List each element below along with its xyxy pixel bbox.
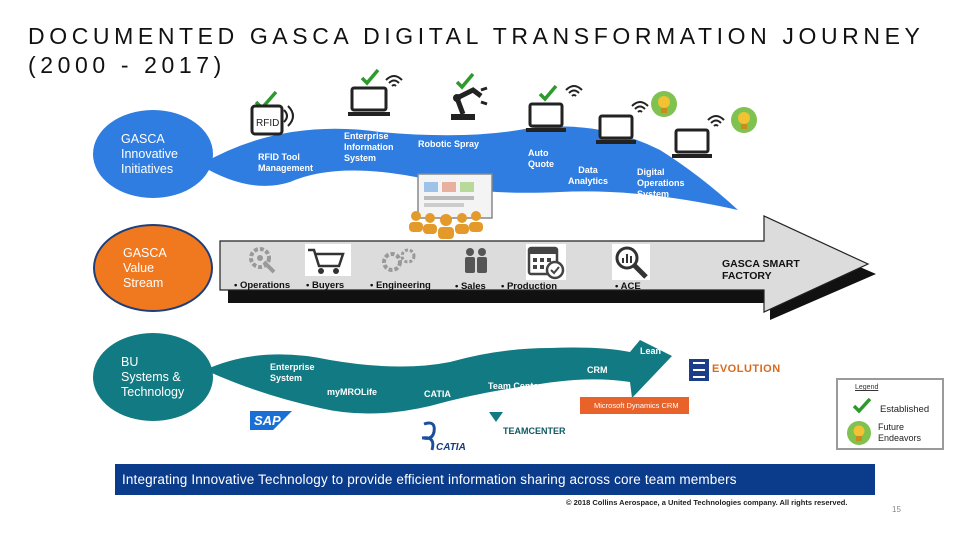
value-stream-item-operations: • Operations [234, 280, 291, 291]
rfid-icon: RFID [250, 90, 294, 136]
dashboard-team-icon [409, 173, 493, 239]
legend-box: Legend Established Future Endeavors [836, 378, 944, 450]
legend-established-label: Established [880, 404, 930, 415]
initiative-robotic-spray-label: Robotic Spray [418, 139, 480, 149]
magnifier-chart-icon-ace [612, 244, 650, 280]
page-title: DOCUMENTED GASCA DIGITAL TRANSFORMATION … [28, 22, 924, 80]
people-icon-sales [465, 248, 487, 273]
title-line-1: DOCUMENTED GASCA DIGITAL TRANSFORMATION … [28, 23, 925, 49]
value-stream-item-production: • Production [501, 281, 558, 292]
bu-item-mymrolife: myMROLife [327, 387, 378, 397]
initiative-data-analytics-label: Data Analytics [567, 165, 609, 186]
page-number: 15 [892, 505, 901, 514]
bu-systems-arrow [205, 340, 672, 414]
initiative-digital-ops-label: Digital Operations System [637, 167, 685, 199]
bu-item-catia: CATIA [424, 389, 451, 399]
value-stream-item-ace: • ACE [615, 281, 641, 292]
value-stream-item-buyers: • Buyers [306, 280, 345, 291]
svg-text:RFID: RFID [256, 118, 279, 129]
calendar-icon-production [526, 244, 566, 280]
laptop-wifi-icon-auto-quote [526, 84, 583, 132]
value-stream-item-sales: • Sales [455, 281, 486, 292]
catia-logo-mark [421, 421, 436, 451]
innovation-arrow [200, 126, 738, 210]
gears-icon-operations [249, 247, 276, 274]
laptop-bulb-icon-digital-ops [672, 107, 757, 158]
copyright-text: © 2018 Collins Aerospace, a United Techn… [566, 498, 848, 507]
value-stream-item-engineering: • Engineering [370, 280, 431, 291]
teamcenter-logo-mark [489, 412, 503, 422]
legend-future-text: Future Endeavors [878, 422, 922, 443]
lightbulb-icon [847, 421, 871, 445]
robot-arm-icon [451, 72, 488, 120]
innovative-initiatives-label: GASCA Innovative Initiatives [121, 131, 178, 176]
title-line-2: (2000 - 2017) [28, 52, 226, 78]
laptop-wifi-icon-eis [348, 68, 403, 116]
laptop-bulb-icon-data-analytics [596, 91, 677, 144]
initiative-eis-label: Enterprise Information System [344, 131, 394, 163]
bu-item-lean: Lean [640, 346, 662, 356]
check-icon [360, 68, 380, 86]
evolution-logo-mark [689, 359, 709, 381]
catia-logo: CATIA [418, 420, 466, 456]
bu-item-enterprise-system: Enterprise System [270, 362, 315, 383]
bu-systems-circle: BU Systems & Technology [93, 333, 213, 421]
legend-future-label: Future Endeavors [878, 422, 934, 444]
bu-systems-label: BU Systems & Technology [121, 354, 185, 399]
check-icon [538, 84, 558, 102]
check-icon [852, 398, 872, 414]
value-stream-circle: GASCA Value Stream [93, 224, 213, 312]
smart-factory-label: GASCA SMART FACTORY [722, 258, 800, 282]
check-icon [455, 72, 475, 90]
gears-icon-engineering [382, 248, 416, 272]
bu-item-crm: CRM [587, 365, 608, 375]
initiative-rfid-label: RFID Tool Management [258, 152, 314, 173]
innovative-initiatives-circle: GASCA Innovative Initiatives [93, 110, 213, 198]
initiative-auto-quote-label: Auto Quote [528, 148, 554, 169]
value-stream-label: GASCA Value Stream [123, 245, 167, 290]
summary-banner: Integrating Innovative Technology to pro… [115, 464, 875, 495]
cart-icon [305, 244, 351, 276]
team-icon [409, 211, 483, 239]
bu-item-team-center: Team Center [488, 381, 542, 391]
legend-title: Legend [855, 384, 879, 391]
ms-dynamics-logo: Microsoft Dynamics CRM [580, 397, 689, 414]
